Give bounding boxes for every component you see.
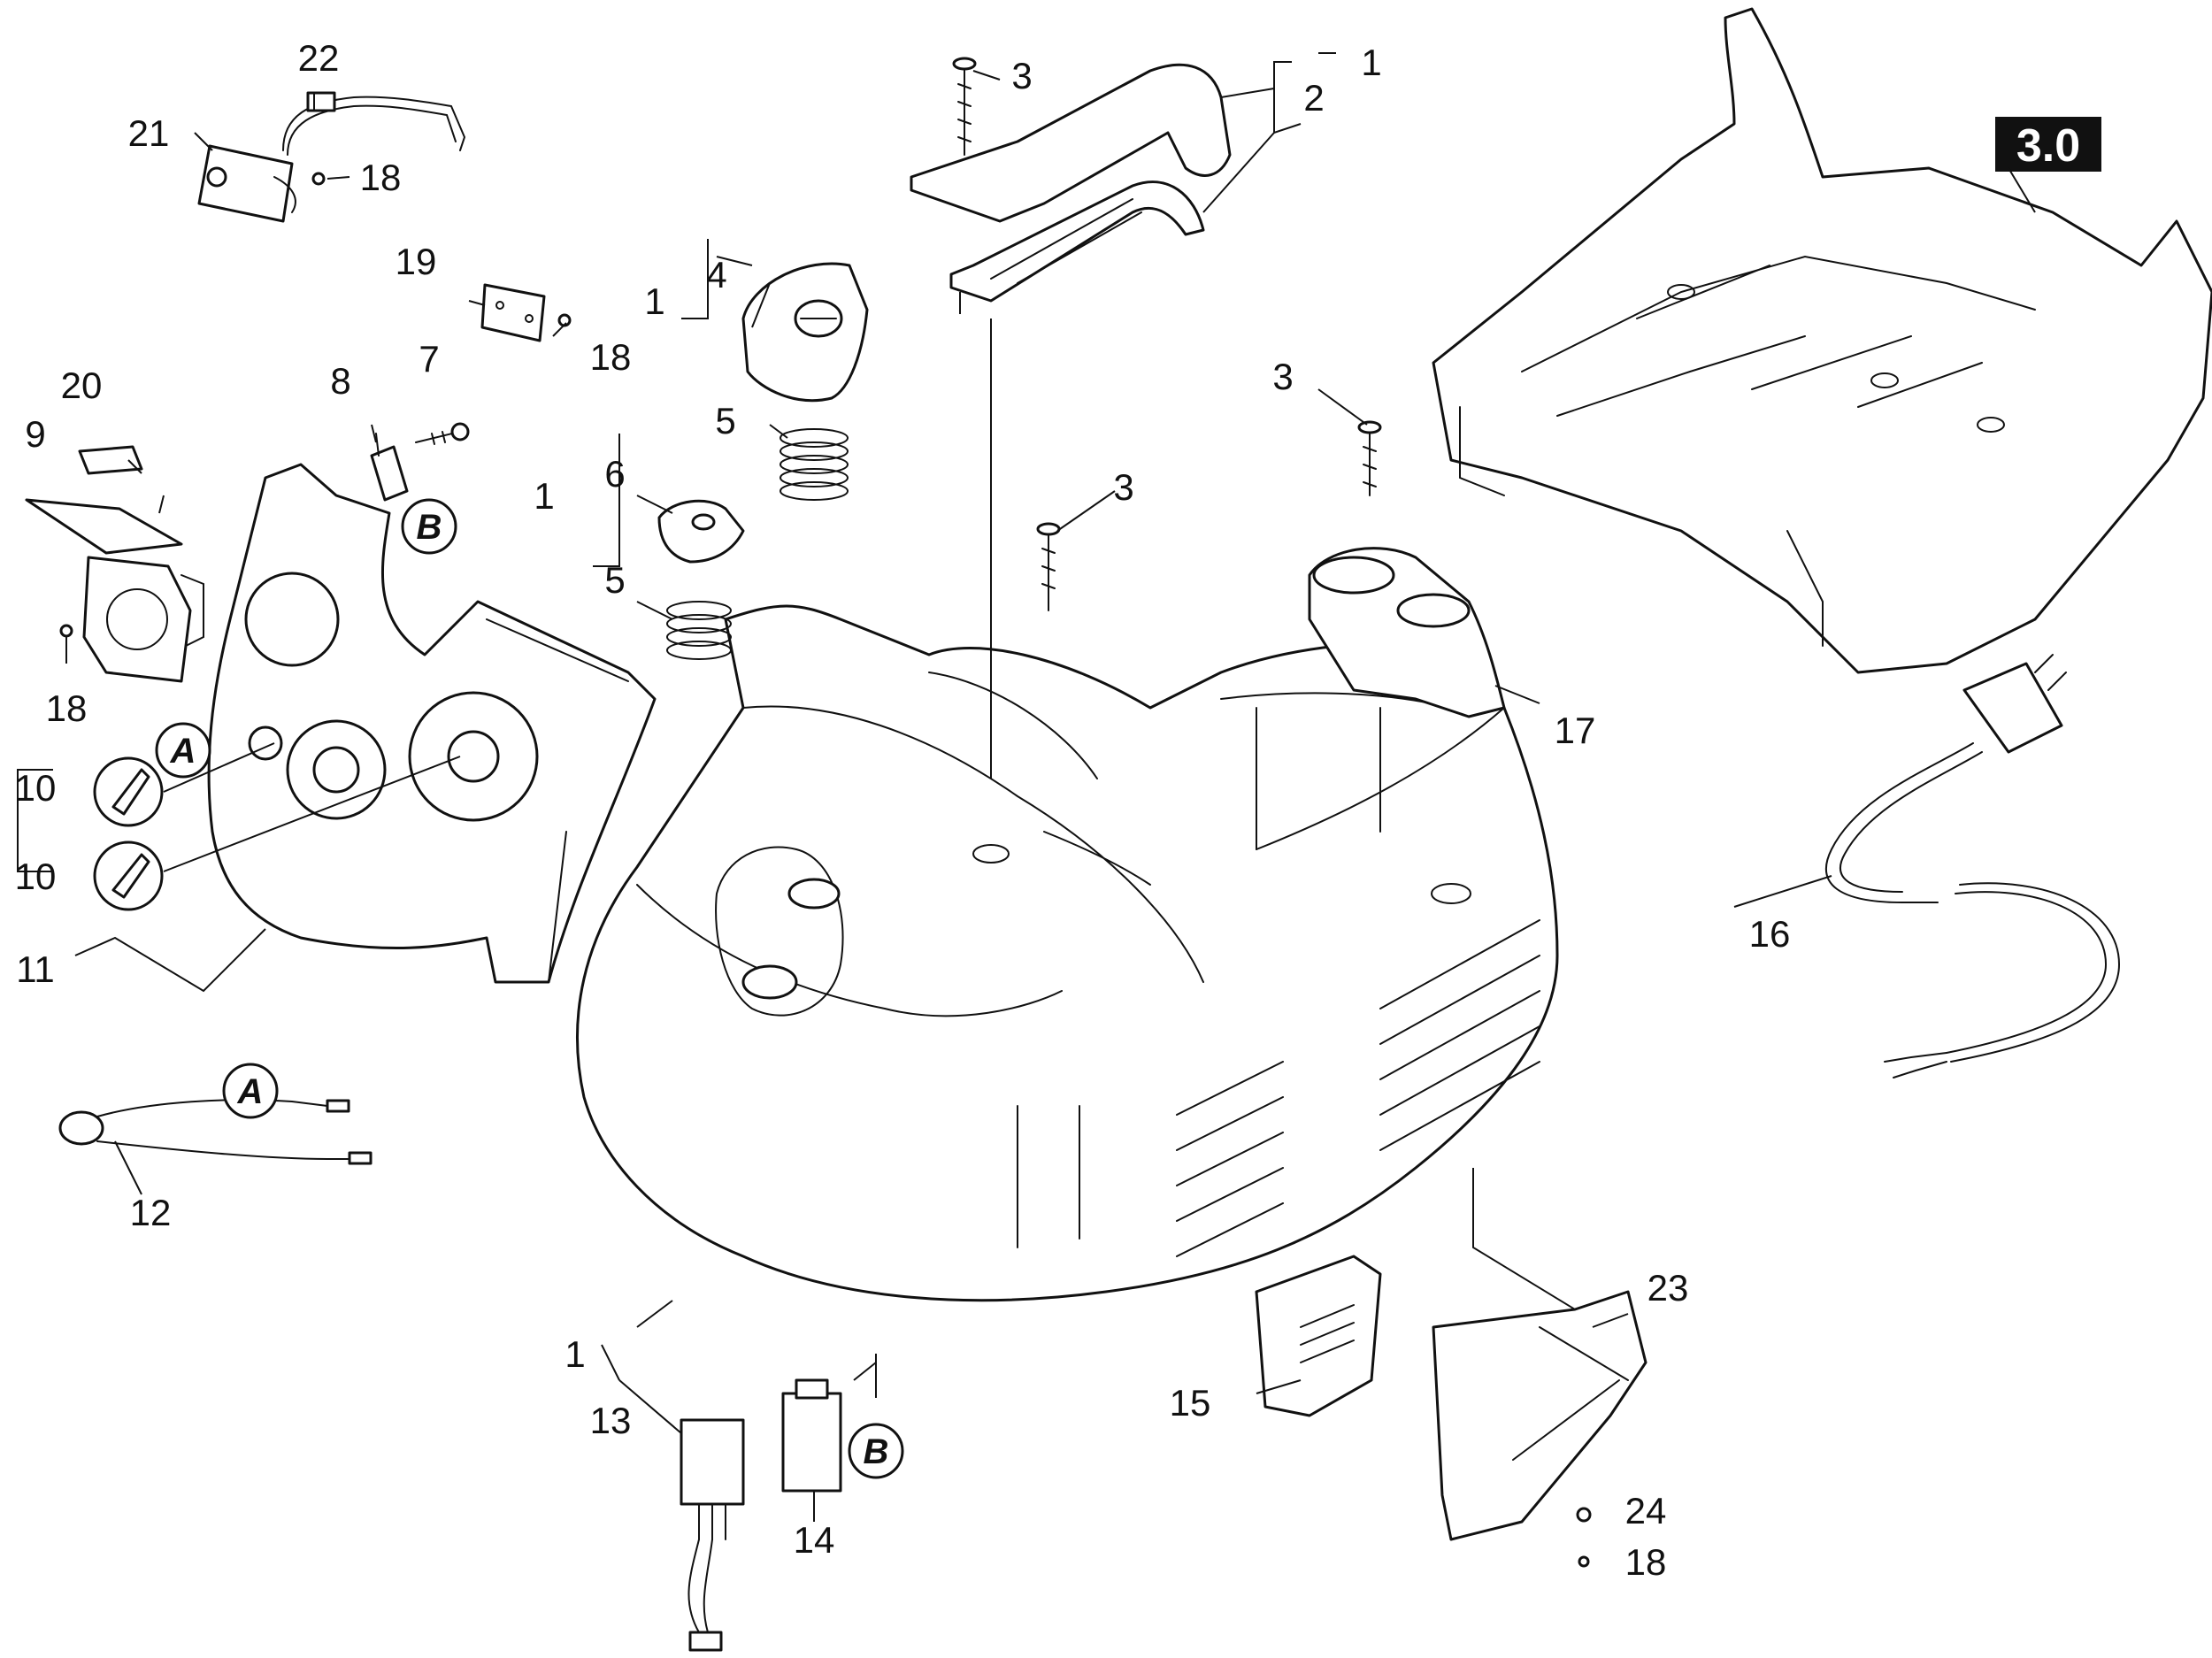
callout-22: 22 [298,37,340,79]
callout-3-mid: 3 [1113,466,1133,508]
callout-18-left: 18 [46,687,88,729]
callout-18-top: 18 [360,157,402,198]
hose-holder-17 [1308,547,1506,718]
ref-marker-a-lamp: A [237,1072,264,1111]
callout-8: 8 [330,360,350,402]
screw-7 [415,422,470,445]
switch-14 [781,1378,842,1493]
socket-9 [25,498,204,683]
washer-24 [1576,1507,1592,1523]
side-cover-15 [1255,1255,1382,1417]
callout-18-plate: 18 [590,336,632,378]
screw-mid [1036,522,1061,611]
plate-19 [480,283,546,342]
bracket-23 [1432,1290,1647,1541]
callout-labels: 3 1 2 4 1 5 6 1 5 3 3 17 16 19 18 22 21 … [15,37,1791,1583]
callout-10-lower: 10 [15,856,57,897]
callout-2-handle: 2 [1303,77,1324,119]
callout-4: 4 [706,254,726,296]
screw-right [1357,420,1382,496]
base-unit [1432,7,2212,674]
section-badge: 3.0 [1995,117,2101,172]
power-cord-16 [1825,654,2121,1078]
callout-20: 20 [61,365,103,406]
callout-5-upper: 5 [715,400,735,441]
ref-markers: B A A B [155,498,904,1479]
bracket-21 [197,144,296,223]
section-badge-label: 3.0 [2016,120,2080,172]
indicator-lamp-12 [58,1099,373,1165]
top-handle [910,63,1232,314]
cable-22 [282,91,466,156]
callout-7: 7 [419,338,439,380]
callout-1-knob: 1 [644,280,664,322]
callout-17: 17 [1555,710,1596,751]
small-screws-18 [59,172,1590,1568]
callout-3-top: 3 [1011,55,1032,96]
callout-24: 24 [1625,1490,1667,1531]
callout-21: 21 [128,112,170,154]
label-plate-20 [78,445,143,475]
spring-upper [780,428,849,501]
knob-cap-4 [741,262,869,403]
callout-16: 16 [1749,913,1791,955]
callout-1-handle: 1 [1361,42,1381,83]
ref-marker-a-panel: A [170,732,196,771]
temperature-knob-upper [93,756,164,827]
callout-23: 23 [1647,1267,1689,1309]
callout-19: 19 [396,241,437,282]
callout-18-bottom: 18 [1625,1541,1667,1583]
temperature-knob-lower [93,841,164,911]
callout-1-bottom: 1 [565,1333,585,1375]
callout-3-right: 3 [1272,356,1293,397]
callout-15: 15 [1170,1382,1211,1424]
callout-5-lower: 5 [604,559,625,601]
ref-marker-b-panel: B [417,508,442,547]
callout-14: 14 [794,1519,835,1561]
callout-10-upper: 10 [15,767,57,809]
callout-11: 11 [16,948,55,990]
spring-lower [666,601,732,660]
callout-6: 6 [604,453,625,495]
knob-6 [657,499,745,564]
callout-1-lower: 1 [534,475,554,517]
microswitch-8 [370,433,409,502]
callout-12: 12 [130,1192,172,1233]
control-panel [207,463,657,984]
callout-9: 9 [25,413,45,455]
screw-top [952,57,977,156]
callout-13: 13 [590,1400,632,1441]
leader-lines [17,52,2036,1522]
ref-marker-b-switch: B [864,1432,889,1471]
switch-13 [680,1418,745,1652]
main-housing [576,604,1559,1302]
